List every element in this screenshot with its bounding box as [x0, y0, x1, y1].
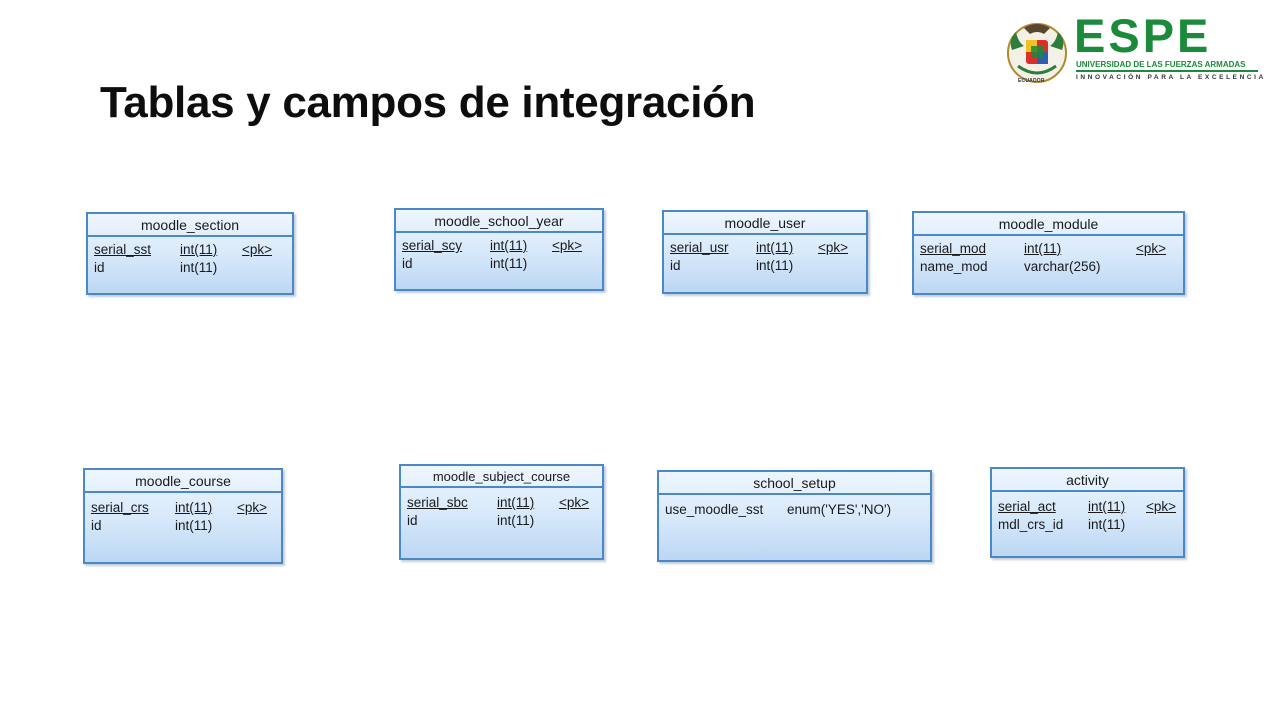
field-key: <pk> — [559, 495, 590, 510]
field-key: <pk> — [1136, 241, 1167, 256]
entity-row: mdl_crs_id int(11) — [998, 516, 1177, 534]
entity-moodle-module[interactable]: moodle_module serial_mod int(11) <pk> na… — [912, 211, 1185, 295]
field-name: serial_usr — [670, 240, 729, 255]
field-type: int(11) — [175, 518, 213, 533]
field-type: enum('YES','NO') — [787, 502, 892, 517]
field-type: int(11) — [1088, 517, 1126, 532]
brand-subtitle: UNIVERSIDAD DE LAS FUERZAS ARMADAS — [1076, 60, 1246, 69]
entity-row: id int(11) — [91, 517, 275, 535]
field-type: int(11) — [756, 258, 794, 273]
field-key: <pk> — [818, 240, 849, 255]
entity-row: serial_sst int(11) <pk> — [94, 241, 286, 259]
entity-school-setup[interactable]: school_setup use_moodle_sst enum('YES','… — [657, 470, 932, 562]
entity-title: activity — [992, 469, 1183, 492]
entity-title: moodle_school_year — [396, 210, 602, 233]
field-name: serial_mod — [920, 241, 987, 256]
field-name: serial_scy — [402, 238, 463, 253]
entity-title: moodle_subject_course — [401, 466, 602, 488]
field-name: serial_act — [998, 499, 1056, 514]
entity-row: id int(11) — [407, 512, 596, 530]
field-type: int(11) — [490, 238, 528, 253]
field-name: mdl_crs_id — [998, 517, 1064, 532]
seal-caption: ECUADOR — [1018, 78, 1045, 84]
entity-row: id int(11) — [670, 257, 860, 275]
slide-title: Tablas y campos de integración — [100, 78, 756, 127]
entity-row: serial_sbc int(11) <pk> — [407, 494, 596, 512]
entity-row: serial_act int(11) <pk> — [998, 498, 1177, 516]
university-seal-icon — [1007, 23, 1067, 83]
field-type: int(11) — [497, 495, 535, 510]
entity-title: moodle_module — [914, 213, 1183, 236]
entity-moodle-subject-course[interactable]: moodle_subject_course serial_sbc int(11)… — [399, 464, 604, 560]
entity-row: id int(11) — [402, 255, 596, 273]
field-name: use_moodle_sst — [665, 502, 764, 517]
field-key: <pk> — [237, 500, 268, 515]
entity-row: serial_crs int(11) <pk> — [91, 499, 275, 517]
field-name: id — [670, 258, 681, 273]
field-name: name_mod — [920, 259, 988, 274]
field-name: id — [91, 518, 102, 533]
entity-row: id int(11) — [94, 259, 286, 277]
brand-name: ESPE — [1074, 9, 1212, 62]
field-type: int(11) — [756, 240, 794, 255]
field-name: serial_sbc — [407, 495, 468, 510]
entity-row: name_mod varchar(256) — [920, 258, 1177, 276]
field-type: int(11) — [180, 242, 218, 257]
field-type: int(11) — [1088, 499, 1126, 514]
field-name: serial_crs — [91, 500, 149, 515]
entity-moodle-user[interactable]: moodle_user serial_usr int(11) <pk> id i… — [662, 210, 868, 294]
entity-title: moodle_section — [88, 214, 292, 237]
field-name: id — [402, 256, 413, 271]
entity-row: serial_scy int(11) <pk> — [402, 237, 596, 255]
field-name: id — [407, 513, 418, 528]
field-key: <pk> — [1146, 499, 1177, 514]
entity-title: school_setup — [659, 472, 930, 495]
field-key: <pk> — [242, 242, 273, 257]
entity-row: serial_mod int(11) <pk> — [920, 240, 1177, 258]
field-type: int(11) — [1024, 241, 1062, 256]
brand-divider — [1076, 70, 1258, 72]
entity-moodle-school-year[interactable]: moodle_school_year serial_scy int(11) <p… — [394, 208, 604, 291]
brand-tagline: INNOVACIÓN PARA LA EXCELENCIA — [1076, 74, 1266, 81]
entity-moodle-course[interactable]: moodle_course serial_crs int(11) <pk> id… — [83, 468, 283, 564]
field-type: int(11) — [175, 500, 213, 515]
field-type: int(11) — [180, 260, 218, 275]
field-key: <pk> — [552, 238, 583, 253]
entity-activity[interactable]: activity serial_act int(11) <pk> mdl_crs… — [990, 467, 1185, 558]
entity-title: moodle_course — [85, 470, 281, 493]
field-name: serial_sst — [94, 242, 152, 257]
entity-row: use_moodle_sst enum('YES','NO') — [665, 501, 924, 519]
entity-row: serial_usr int(11) <pk> — [670, 239, 860, 257]
entity-title: moodle_user — [664, 212, 866, 235]
field-name: id — [94, 260, 105, 275]
field-type: varchar(256) — [1024, 259, 1101, 274]
field-type: int(11) — [490, 256, 528, 271]
entity-moodle-section[interactable]: moodle_section serial_sst int(11) <pk> i… — [86, 212, 294, 295]
field-type: int(11) — [497, 513, 535, 528]
espe-logo: ESPE UNIVERSIDAD DE LAS FUERZAS ARMADAS … — [1004, 12, 1263, 86]
